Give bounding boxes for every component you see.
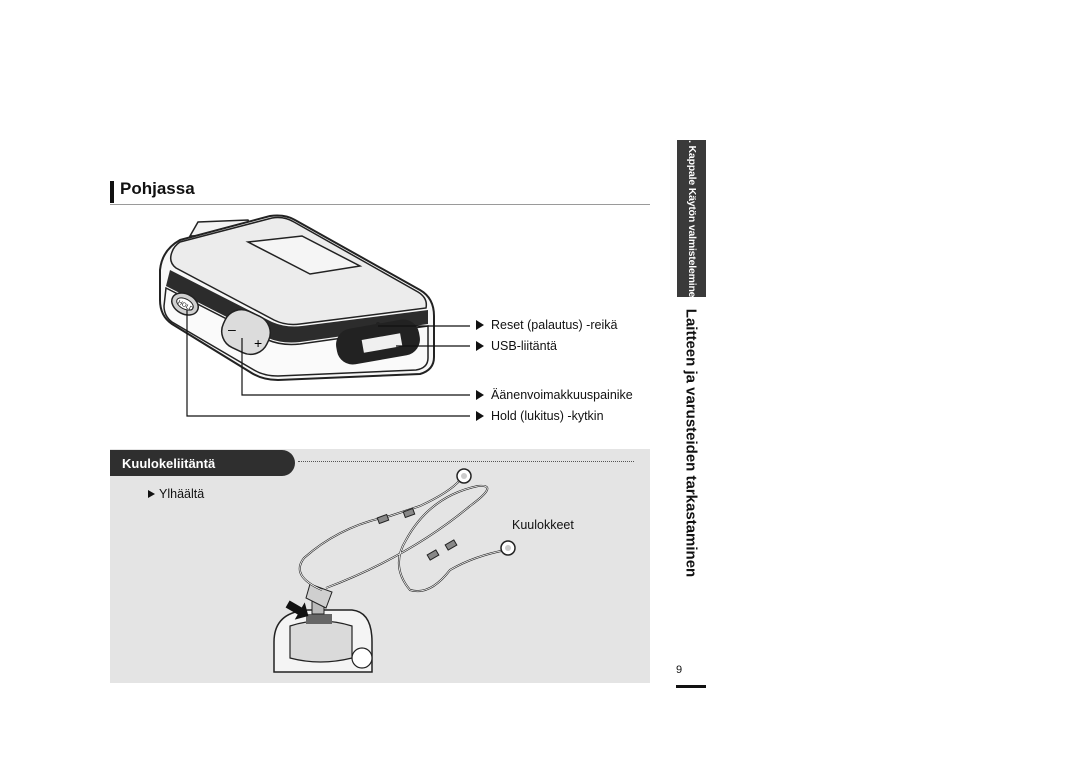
heading-divider <box>110 204 650 205</box>
vertical-section-title: Laitteen ja varusteiden tarkastaminen <box>676 305 706 580</box>
callout-hold: Hold (lukitus) -kytkin <box>476 409 604 423</box>
callout-reset-label: Reset (palautus) -reikä <box>491 318 618 332</box>
pointer-triangle-icon <box>476 341 484 351</box>
device-bottom-illustration: HOLD – + <box>159 214 435 382</box>
pointer-triangle-icon <box>476 411 484 421</box>
callout-hold-label: Hold (lukitus) -kytkin <box>491 409 604 423</box>
earphone-jack-panel <box>110 449 650 683</box>
section-title: Pohjassa <box>120 179 195 198</box>
heading-bar <box>110 181 114 203</box>
view-label: Ylhäältä <box>148 487 204 501</box>
callout-reset: Reset (palautus) -reikä <box>476 318 617 332</box>
chapter-tab-text: 1. Kappale Käytön valmisteleminen <box>685 133 698 304</box>
pointer-triangle-icon <box>476 390 484 400</box>
callout-usb: USB-liitäntä <box>476 339 557 353</box>
page-number: 9 <box>676 664 683 676</box>
panel-title: Kuulokeliitäntä <box>110 450 295 476</box>
callout-volume: Äänenvoimakkuuspainike <box>476 388 633 402</box>
callout-usb-label: USB-liitäntä <box>491 339 557 353</box>
callout-volume-label: Äänenvoimakkuuspainike <box>491 388 633 402</box>
earphones-label: Kuulokkeet <box>512 518 574 532</box>
svg-text:+: + <box>254 335 262 351</box>
chapter-tab <box>677 140 706 297</box>
pointer-triangle-icon <box>148 490 155 498</box>
page-number-bar <box>676 685 706 688</box>
svg-text:–: – <box>228 321 236 337</box>
dotted-divider <box>298 461 634 462</box>
pointer-triangle-icon <box>476 320 484 330</box>
earphone-connection-illustration <box>273 468 516 673</box>
chapter-tab-label: 1. Kappale Käytön valmisteleminen <box>677 134 706 303</box>
vertical-section-title-text: Laitteen ja varusteiden tarkastaminen <box>682 308 700 577</box>
view-label-text: Ylhäältä <box>159 487 205 501</box>
